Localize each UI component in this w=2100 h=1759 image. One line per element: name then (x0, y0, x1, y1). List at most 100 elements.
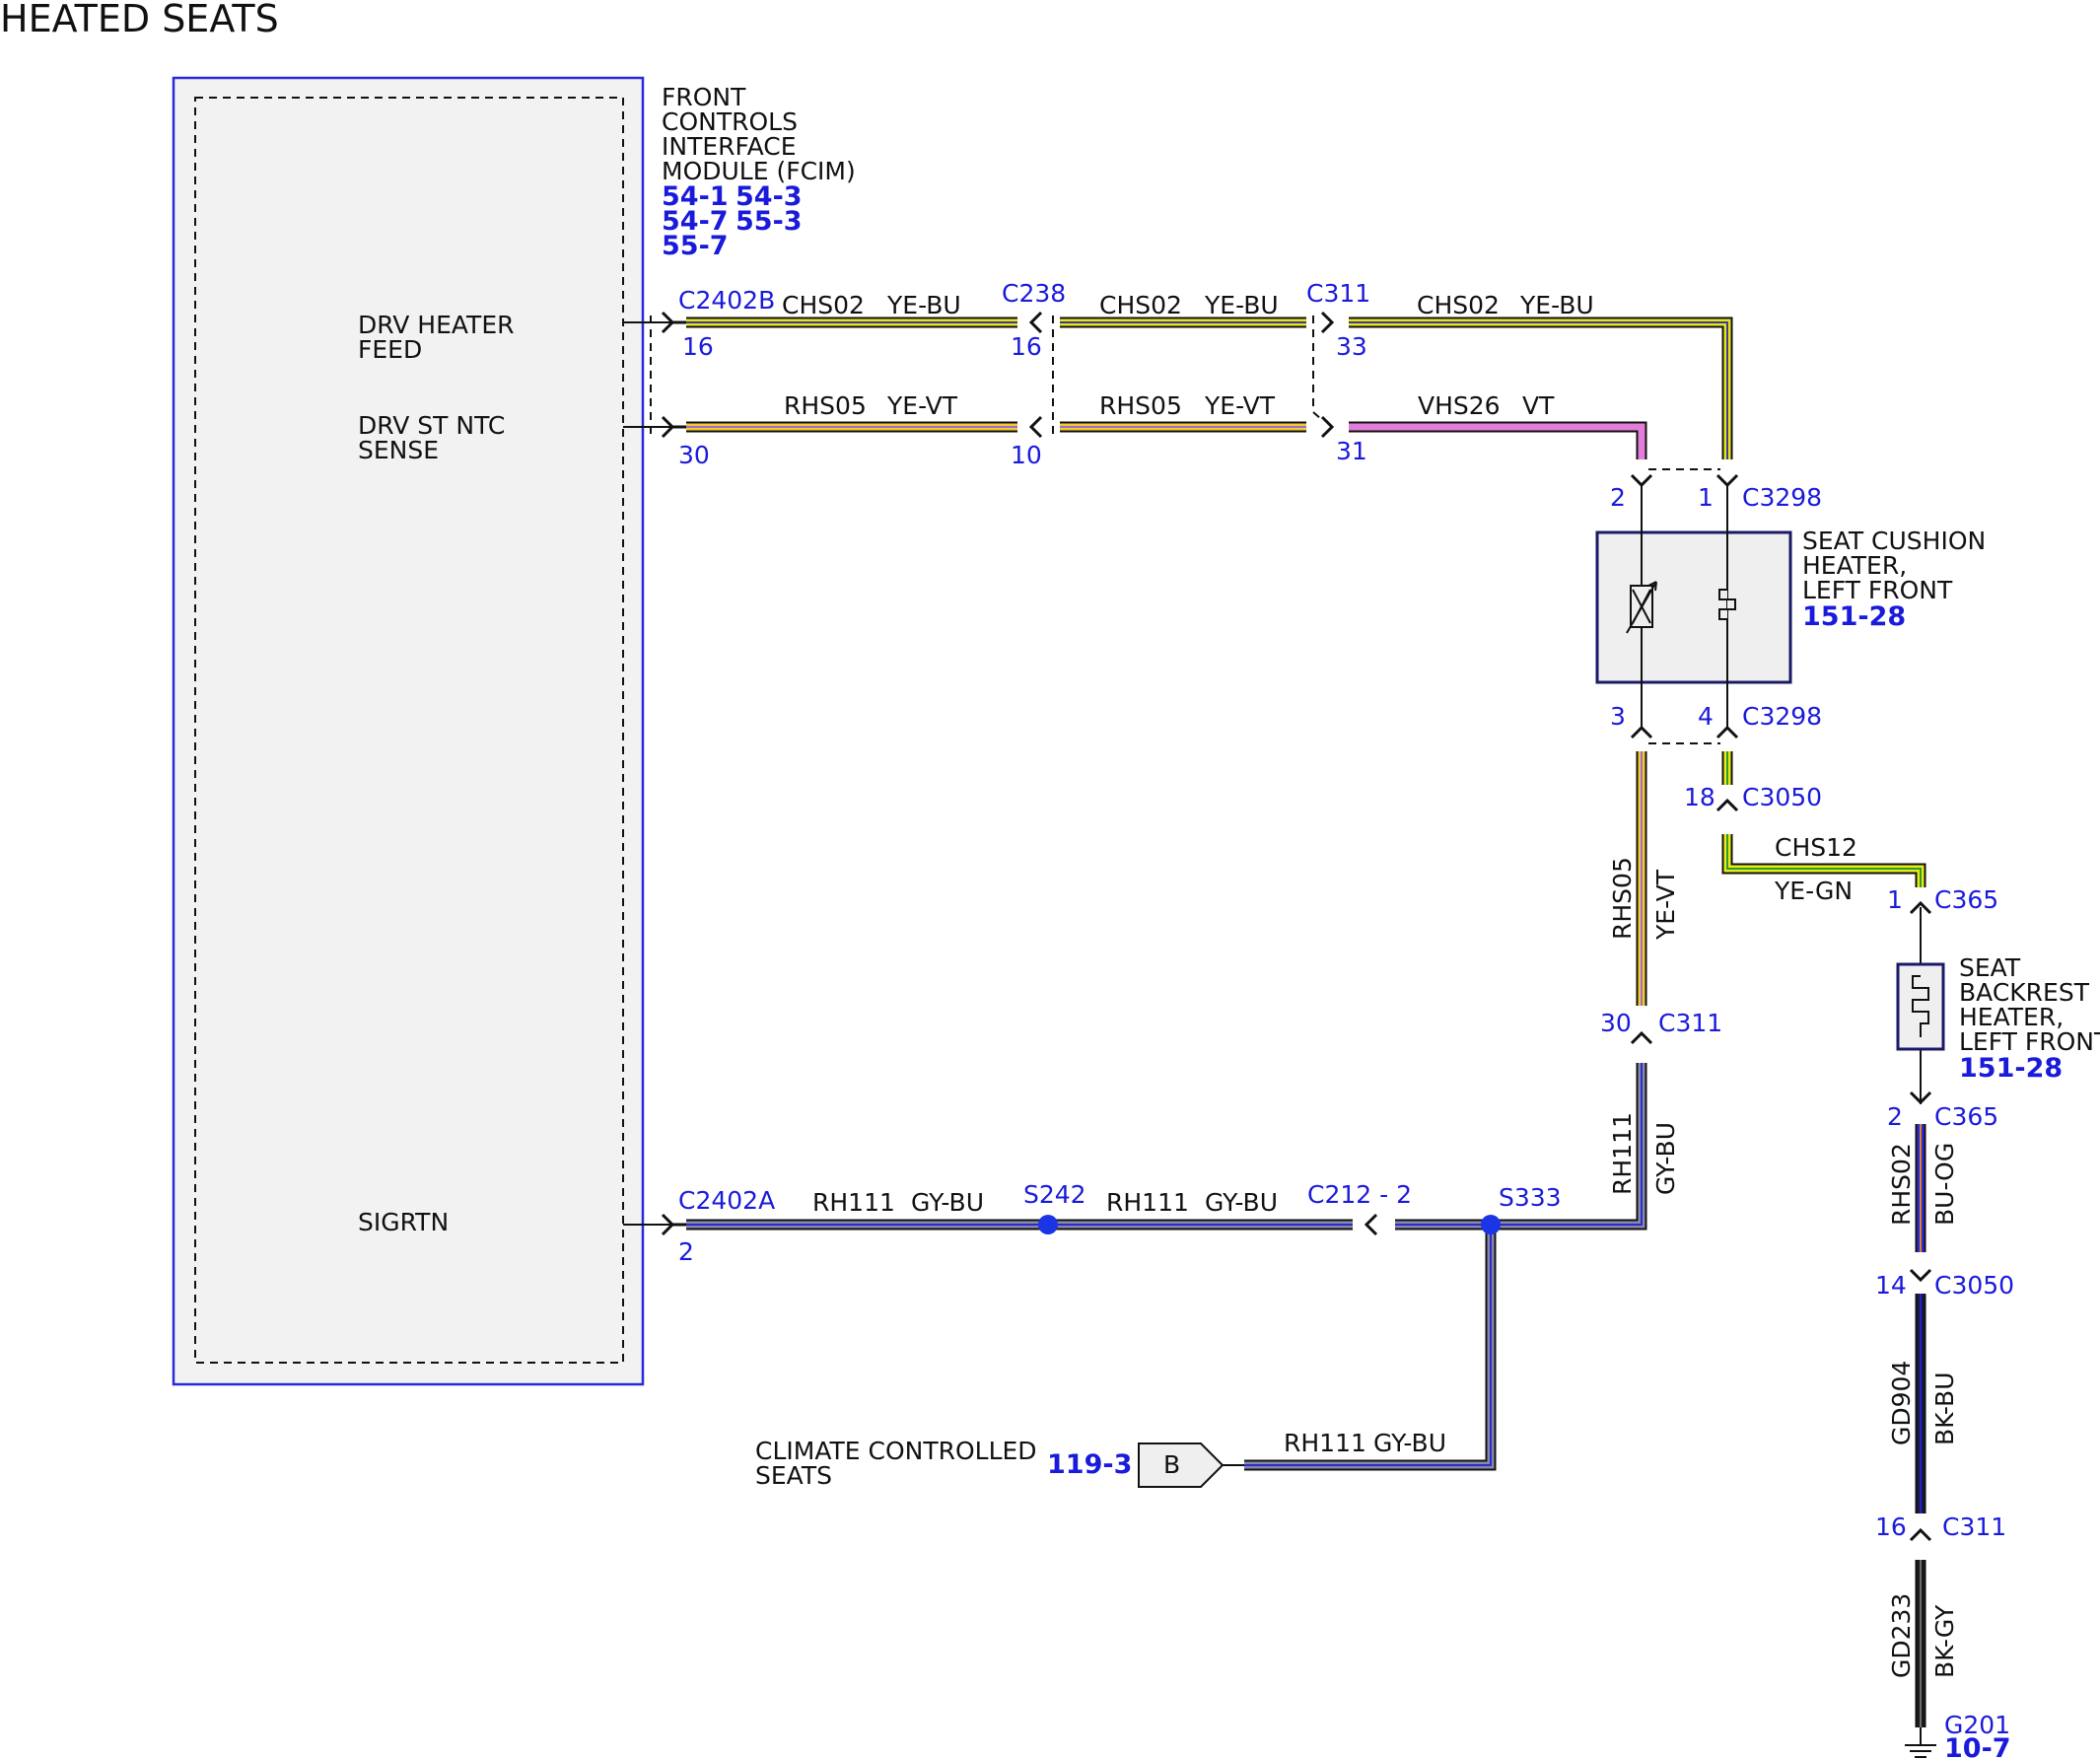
pin-number: 2 (678, 1237, 694, 1266)
wire-circuit-label: RH111 (1608, 1112, 1637, 1195)
wire-circuit-label: RH111 (1106, 1188, 1189, 1217)
ground-symbol-icon (1905, 1727, 1936, 1758)
pin-mark (1320, 311, 1335, 334)
connector-name: C365 (1934, 1102, 1998, 1131)
wire-circuit-label: RHS05 (1608, 857, 1637, 940)
pin-label-drv-st-ntc-sense-1: DRV ST NTC (358, 411, 505, 440)
pin-mark (1715, 798, 1739, 812)
pin-number: 16 (1875, 1513, 1907, 1541)
wires (686, 317, 1926, 1727)
pin-number: 31 (1336, 437, 1367, 465)
pin-mark (661, 311, 686, 334)
wire-color-label: YE-VT (1204, 391, 1276, 420)
wire-color-label: YE-VT (886, 391, 958, 420)
ref-link[interactable]: 54-7 (662, 206, 729, 237)
pin-label-sigrtn: SIGRTN (358, 1208, 449, 1236)
wire-color-label: YE-BU (1519, 291, 1594, 319)
backrest-name-line-3: HEATER, (1959, 1003, 2064, 1031)
seat-cushion-heater[interactable] (1595, 485, 1792, 728)
wire-color-label: YE-GN (1774, 877, 1853, 905)
pin-mark (661, 1213, 686, 1236)
cushion-heater-label: SEAT CUSHION HEATER, LEFT FRONT 151-28 (1802, 527, 1986, 632)
wire-circuit-label: GD233 (1887, 1593, 1916, 1678)
wire-color-label: GY-BU (911, 1188, 984, 1217)
cushion-name-line-1: SEAT CUSHION (1802, 527, 1986, 555)
cushion-ref[interactable]: 151-28 (1802, 601, 1906, 632)
pin-mark (1630, 1030, 1653, 1045)
pin-number: 2 (1610, 483, 1626, 512)
pin-mark (1630, 473, 1653, 488)
wire-rh111-offpage-layer (1244, 1225, 1497, 1471)
ref-link[interactable]: 54-3 (735, 181, 803, 212)
connector-labels: C2402B 16 30 C238 16 10 C311 33 31 2 1 C… (678, 279, 2014, 1541)
thermistor-icon (1626, 581, 1657, 634)
connector-name: C238 (1002, 279, 1066, 308)
module-name-line-3: INTERFACE (662, 132, 797, 161)
pin-number: 3 (1610, 702, 1626, 731)
pin-number: 16 (682, 332, 714, 361)
pin-mark (1715, 725, 1739, 739)
wire-vhs26[interactable] (1349, 426, 1643, 459)
module-inner-boundary (194, 97, 624, 1364)
wire-color-label: YE-VT (1651, 869, 1680, 941)
offpage-connector[interactable]: B (1138, 1442, 1244, 1488)
backrest-ref[interactable]: 151-28 (1959, 1053, 2063, 1084)
connector-name: C2402B (678, 286, 775, 315)
wire-color-label: BU-OG (1930, 1143, 1959, 1226)
wire-circuit-label: GD904 (1887, 1361, 1916, 1445)
wire-color-label: GY-BU (1373, 1429, 1446, 1457)
wire-color-label: GY-BU (1205, 1188, 1278, 1217)
wire-rh111-offpage[interactable] (1244, 1225, 1492, 1466)
ground-ref[interactable]: 10-7 (1944, 1733, 2011, 1759)
wire-chs02-seg3[interactable] (1349, 321, 1728, 459)
wire-color-label: BK-BU (1930, 1372, 1959, 1446)
splice-label-s242: S242 (1023, 1180, 1086, 1209)
ref-link[interactable]: 55-7 (662, 231, 729, 261)
pin-number: 1 (1887, 885, 1903, 914)
wire-circuit-label: RHS05 (1099, 391, 1182, 420)
offpage-ref[interactable]: 119-3 (1047, 1449, 1132, 1480)
pin-label-drv-st-ntc-sense-2: SENSE (358, 436, 439, 464)
wire-rh111-vertical[interactable] (1491, 1063, 1643, 1226)
connector-name: C2402A (678, 1186, 775, 1215)
ref-link[interactable]: 55-3 (735, 206, 803, 237)
pin-number: 16 (1011, 332, 1042, 361)
wire-color-label: YE-BU (886, 291, 961, 319)
pin-number: 10 (1011, 441, 1042, 469)
connector-name: C365 (1934, 885, 1998, 914)
splice-s242[interactable] (1038, 1215, 1058, 1234)
splice-s333[interactable] (1481, 1215, 1501, 1234)
seat-backrest-heater[interactable] (1896, 962, 1945, 1051)
ref-link[interactable]: 54-1 (662, 181, 729, 212)
wire-rh111-offpage-layer (1244, 1225, 1495, 1469)
pin-number: 2 (1887, 1102, 1903, 1131)
wire-color-label: BK-GY (1930, 1604, 1959, 1678)
module-outline (172, 76, 645, 1386)
wire-circuit-label: CHS02 (1099, 291, 1182, 319)
pin-number: 18 (1684, 783, 1715, 811)
connector-groupings (650, 316, 1720, 744)
connector-name: C3298 (1742, 483, 1822, 512)
wire-circuit-label: RH111 (812, 1188, 895, 1217)
pin-mark (1909, 900, 1932, 915)
pin-number: 1 (1698, 483, 1714, 512)
wire-color-label: GY-BU (1651, 1122, 1680, 1195)
pin-mark (1320, 415, 1335, 439)
pin-mark (1715, 473, 1739, 488)
wire-chs12[interactable] (1726, 834, 1922, 887)
wire-labels: CHS02 YE-BU CHS02 YE-BU CHS02 YE-BU RHS0… (782, 291, 1959, 1678)
pin-number: 30 (678, 441, 710, 469)
connector-name: C311 (1306, 279, 1370, 308)
pin-number: 4 (1698, 702, 1714, 731)
pin-mark (1028, 311, 1043, 334)
pin-number: 14 (1875, 1271, 1907, 1300)
diagram-title: HEATED SEATS (0, 0, 279, 40)
c311-bracket (1312, 316, 1322, 420)
wire-color-label: VT (1522, 391, 1555, 420)
cushion-name-line-2: HEATER, (1802, 551, 1907, 580)
backrest-heater-label: SEAT BACKREST HEATER, LEFT FRONT 151-28 (1959, 953, 2100, 1084)
pin-number: 33 (1336, 332, 1367, 361)
offpage-label-line-2: SEATS (755, 1461, 832, 1490)
wire-circuit-label: RHS05 (784, 391, 867, 420)
connector-marks (661, 311, 1932, 1542)
